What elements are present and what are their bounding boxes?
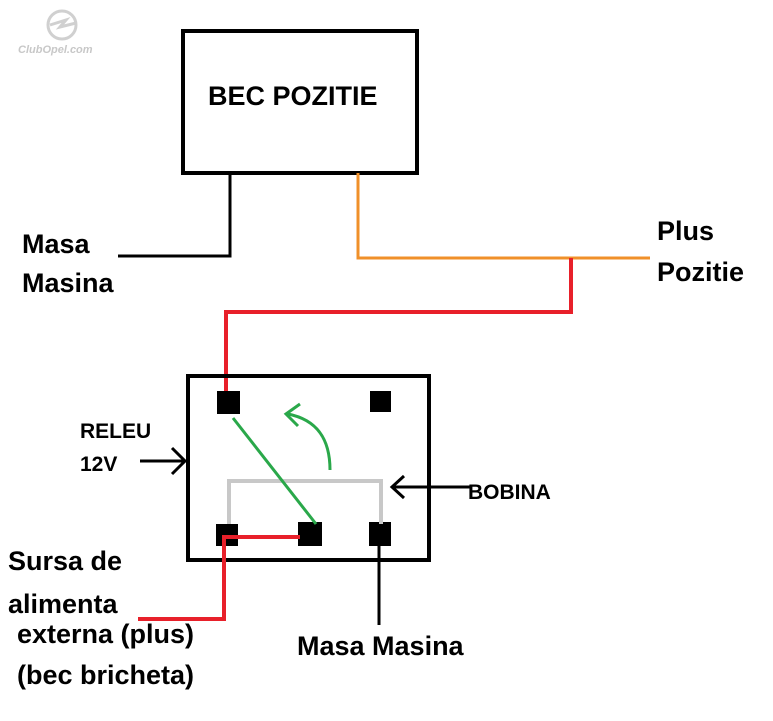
plus-position-wire xyxy=(356,173,650,260)
relay-pin-87 xyxy=(217,391,240,414)
relay-pin-85 xyxy=(369,522,391,546)
relay-label-line2: 12V xyxy=(80,453,118,476)
bulb-label: BEC POZITIE xyxy=(208,81,378,111)
relay-pin-30 xyxy=(298,522,322,546)
relay-pin-87a xyxy=(370,391,391,412)
relay-switch-arm xyxy=(231,417,318,525)
switch-motion-arrow xyxy=(287,412,332,471)
ground-bottom-label: Masa Masina xyxy=(297,631,464,661)
ground-top-label-line1: Masa xyxy=(22,229,90,259)
source-label-line4: (bec bricheta) xyxy=(17,660,195,690)
bulb-box xyxy=(181,29,419,175)
ground-top-label-line2: Masina xyxy=(22,268,114,298)
clubopel-logo-icon xyxy=(46,9,78,41)
plus-position-label-line1: Plus xyxy=(657,216,715,246)
watermark-text: ClubOpel.com xyxy=(18,44,93,56)
relay-output-wire xyxy=(224,258,573,395)
ground-wire-bulb xyxy=(118,173,232,258)
source-label-line1: Sursa de xyxy=(8,546,123,576)
relay-pointer-arrowhead xyxy=(170,446,188,476)
relay-label-line1: RELEU xyxy=(80,420,152,443)
supply-wire xyxy=(138,535,300,621)
coil-label: BOBINA xyxy=(468,481,551,504)
source-label-line3: externa (plus) xyxy=(17,619,195,649)
relay-box xyxy=(186,374,431,562)
source-label-line2: alimenta xyxy=(8,589,118,619)
relay-coil xyxy=(227,479,383,524)
coil-pointer-arrowhead xyxy=(389,474,406,500)
switch-arrowhead xyxy=(283,402,301,428)
plus-position-label-line2: Pozitie xyxy=(657,257,745,287)
